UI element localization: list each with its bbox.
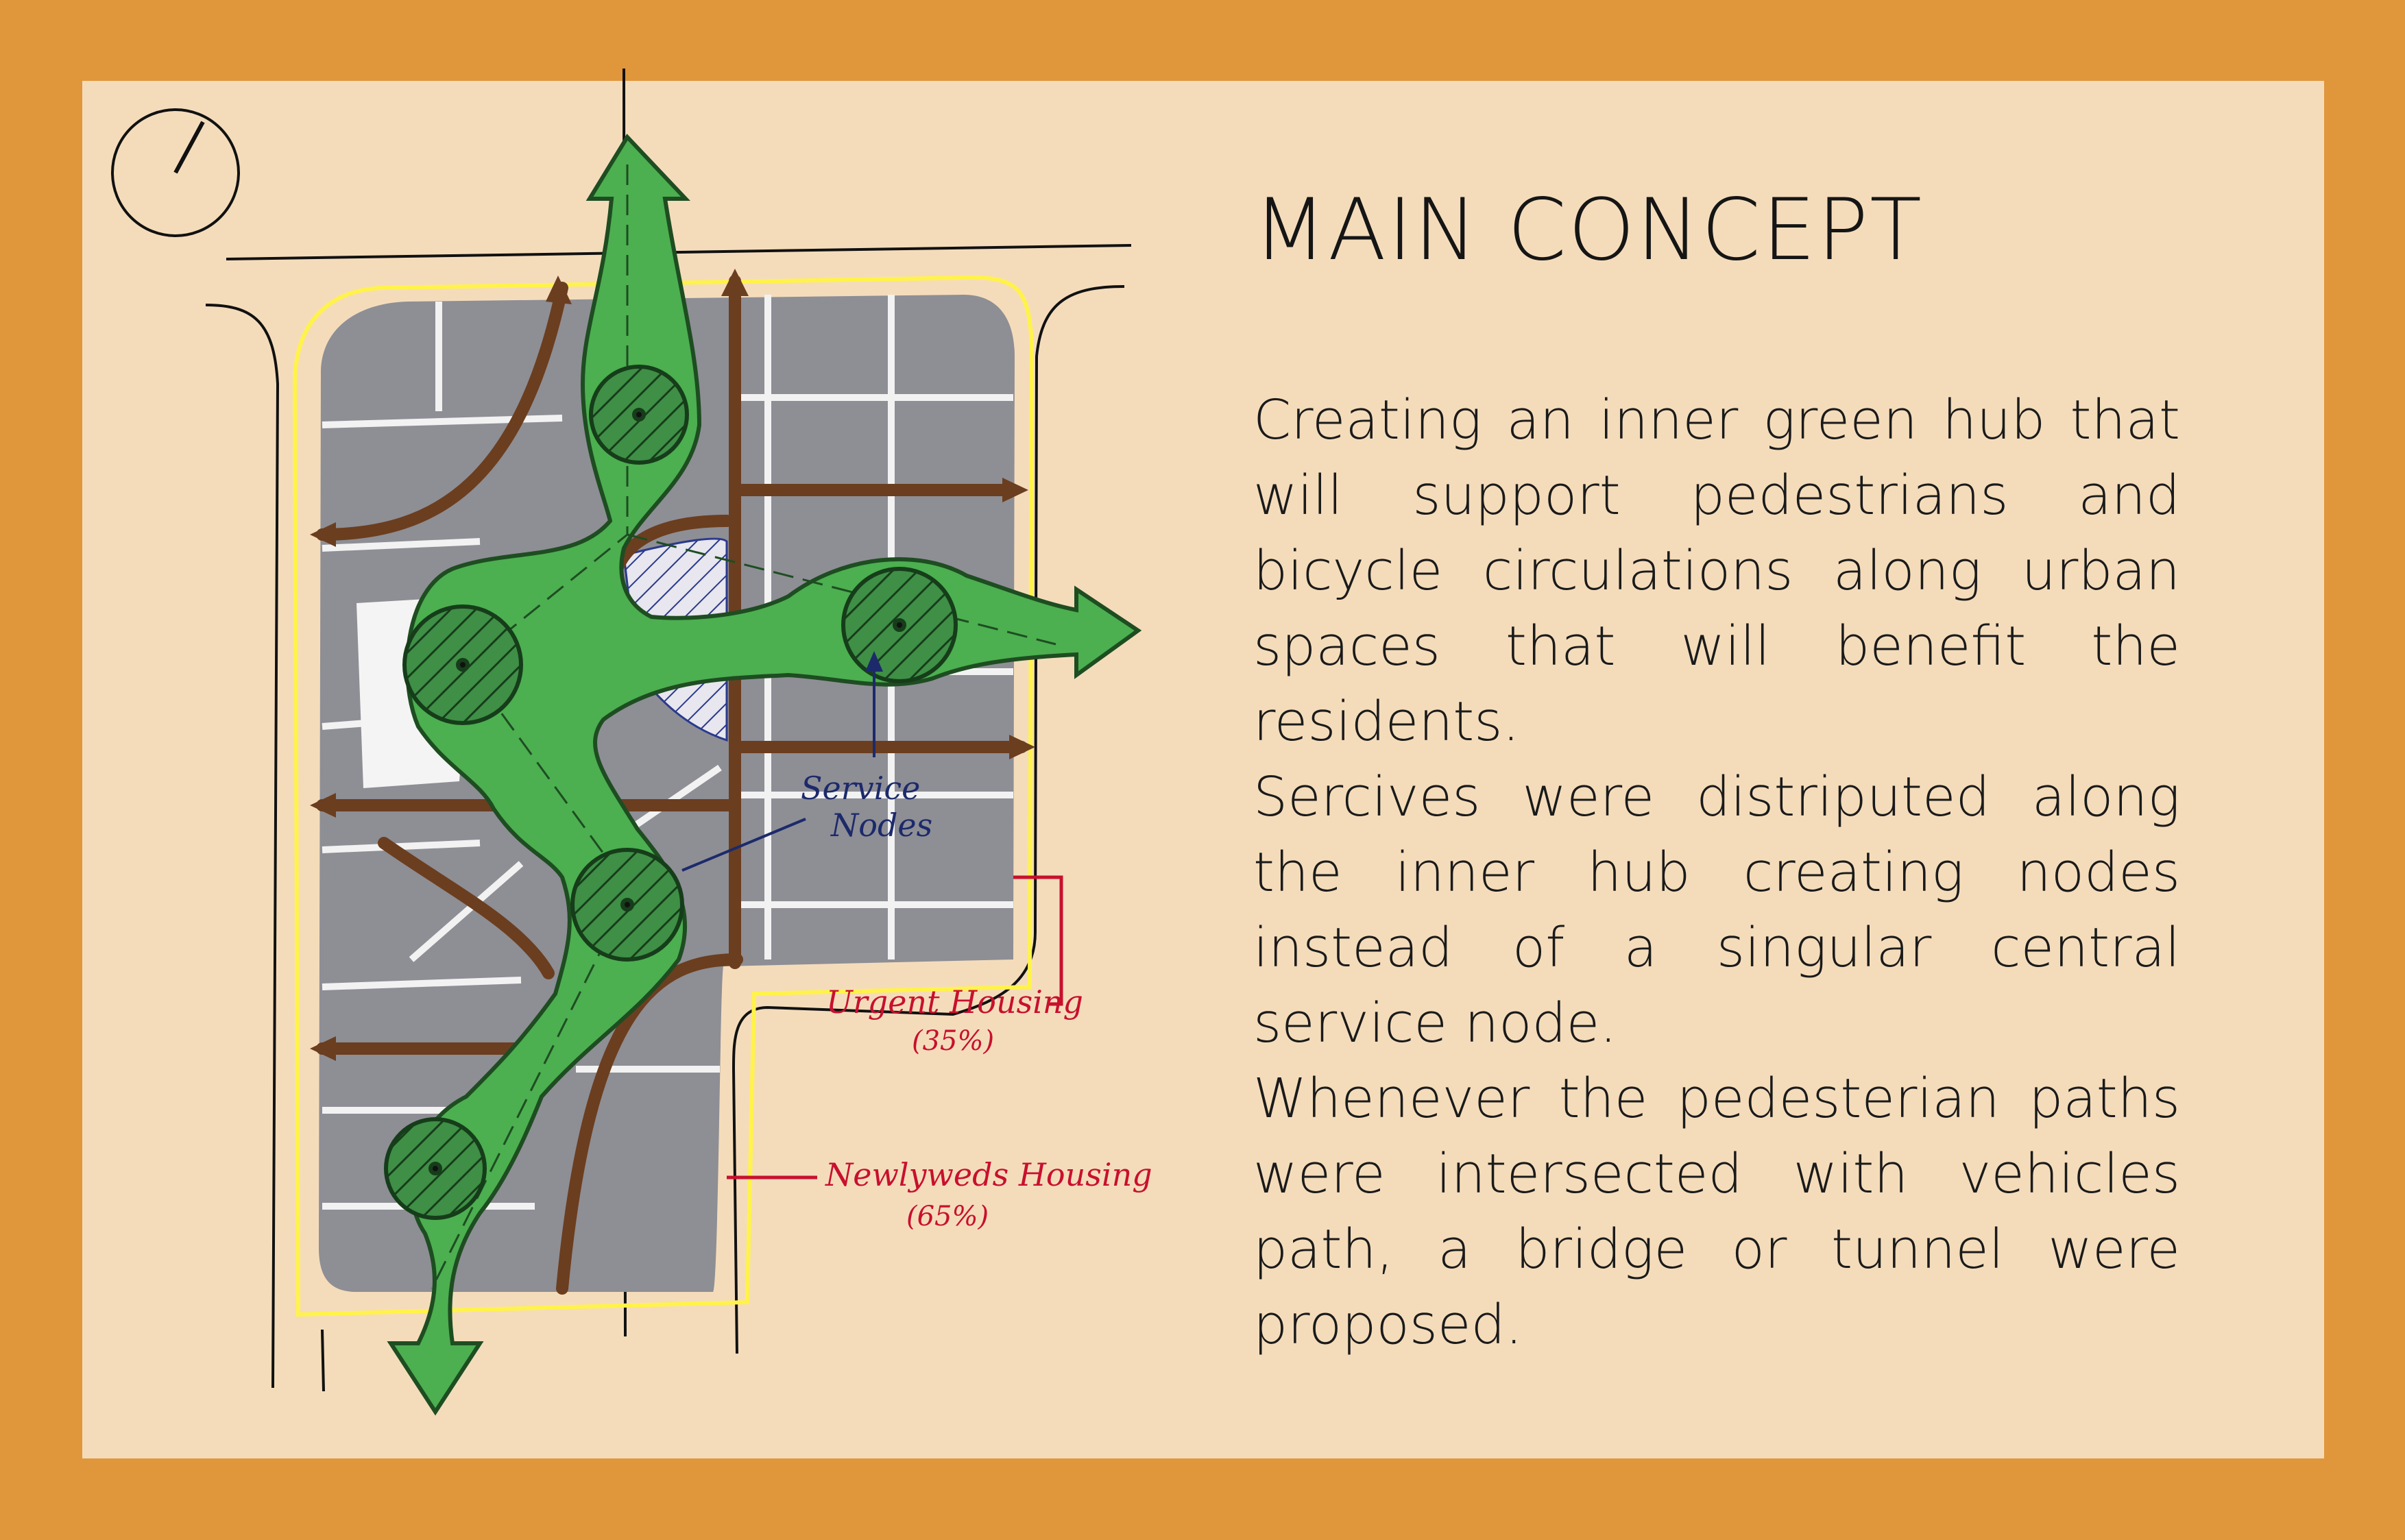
page-title: MAIN CONCEPT <box>1253 181 1923 280</box>
housing-annotations: Urgent Housing (35%) Newlyweds Housing (… <box>727 875 1152 1232</box>
paragraph-crossings: Whenever the pedesterian paths were inte… <box>1253 1067 2180 1356</box>
paragraph-green-hub: Creating an inner green hub that will su… <box>1253 389 2180 753</box>
service-nodes-annotation: Service Nodes <box>681 651 932 872</box>
service-nodes-label: Service <box>801 770 920 807</box>
north-arrow-icon <box>111 108 240 237</box>
paragraph-services: Sercives were distriputed along the inne… <box>1253 766 2180 1055</box>
urgent-housing-percent: (35%) <box>912 1025 994 1057</box>
newlyweds-housing-percent: (65%) <box>906 1201 989 1232</box>
urgent-housing-label: Urgent Housing <box>826 983 1083 1020</box>
service-nodes <box>384 365 958 1220</box>
site-boundary <box>292 275 1035 1317</box>
newlyweds-housing-label: Newlyweds Housing <box>825 1156 1152 1193</box>
vehicle-path-arrowheads <box>310 269 1035 1061</box>
concept-description: Creating an inner green hub that will su… <box>1253 382 2180 1362</box>
service-nodes-label-2: Nodes <box>830 807 932 844</box>
